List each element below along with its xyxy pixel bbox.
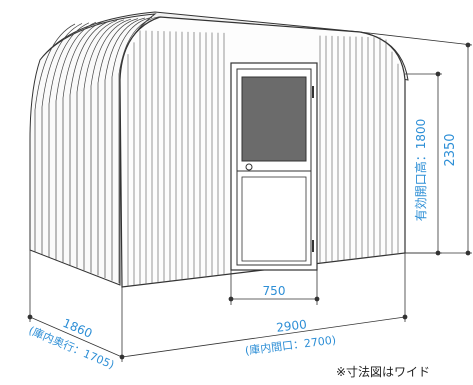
corrugation-rib: [83, 19, 125, 271]
corrugation-rib: [104, 17, 146, 278]
front-corrugation: [127, 30, 399, 287]
width-outer-label: 2900: [275, 317, 307, 335]
corrugation-rib: [97, 18, 139, 276]
depth-outer-label: 1860: [61, 316, 95, 341]
width-inner-label: (庫内間口：2700): [244, 333, 337, 358]
corrugation-rib: [76, 20, 118, 268]
door-width-label: 750: [263, 284, 286, 298]
corrugation-rib: [69, 20, 111, 265]
corrugation-rib: [48, 22, 90, 258]
garage-structure: [29, 11, 409, 288]
size-note: ※寸法図はワイド: [336, 365, 430, 379]
door-height-label: 有効開口高：1800: [413, 119, 428, 222]
door-hinge-bottom: [312, 240, 314, 252]
corrugation-rib: [41, 23, 83, 255]
door-knob-icon: [245, 163, 253, 171]
corrugation-rib: [111, 17, 153, 281]
height-outer-label: 2350: [443, 133, 458, 166]
corrugation-rib: [34, 23, 76, 252]
door: [230, 62, 318, 271]
dimension-lines: [27, 31, 473, 362]
corrugation-rib: [62, 21, 104, 263]
door-lower-panel: [241, 176, 307, 262]
corrugation-rib: [90, 18, 132, 273]
door-hinge-top: [312, 86, 314, 98]
door-window: [241, 76, 307, 162]
side-corrugation: [34, 16, 160, 284]
corrugation-rib: [118, 16, 160, 284]
corrugation-rib: [55, 21, 97, 260]
